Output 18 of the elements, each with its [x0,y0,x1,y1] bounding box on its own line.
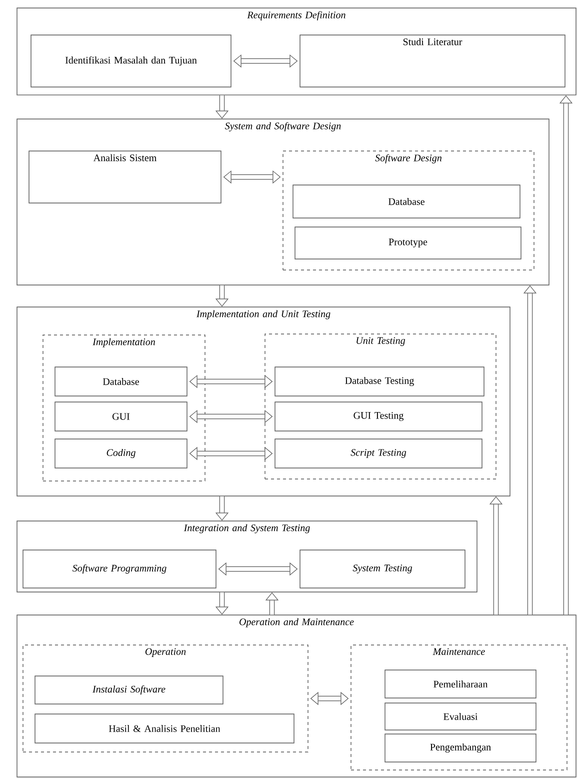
process-box: Coding [54,438,188,468]
process-box: System Testing [300,550,466,588]
process-box: Instalasi Software [34,676,224,704]
process-box: Studi Literatur [300,34,566,88]
process-box: GUI [54,402,188,432]
process-box: Pengembangan [384,734,536,762]
process-box: Analisis Sistem [28,150,222,204]
process-box: Evaluasi [384,702,536,730]
process-box: Pemeliharaan [384,670,536,698]
process-box: Hasil & Analisis Penelitian [34,714,294,744]
process-box: Prototype [294,226,522,260]
process-box: Identifikasi Masalah dan Tujuan [30,34,232,88]
process-box: Database [292,184,520,218]
process-box: Script Testing [274,438,482,468]
process-box: Database Testing [274,366,484,396]
process-box: Software Programming [22,550,216,588]
process-box: GUI Testing [274,402,482,432]
process-box: Database [54,366,188,396]
